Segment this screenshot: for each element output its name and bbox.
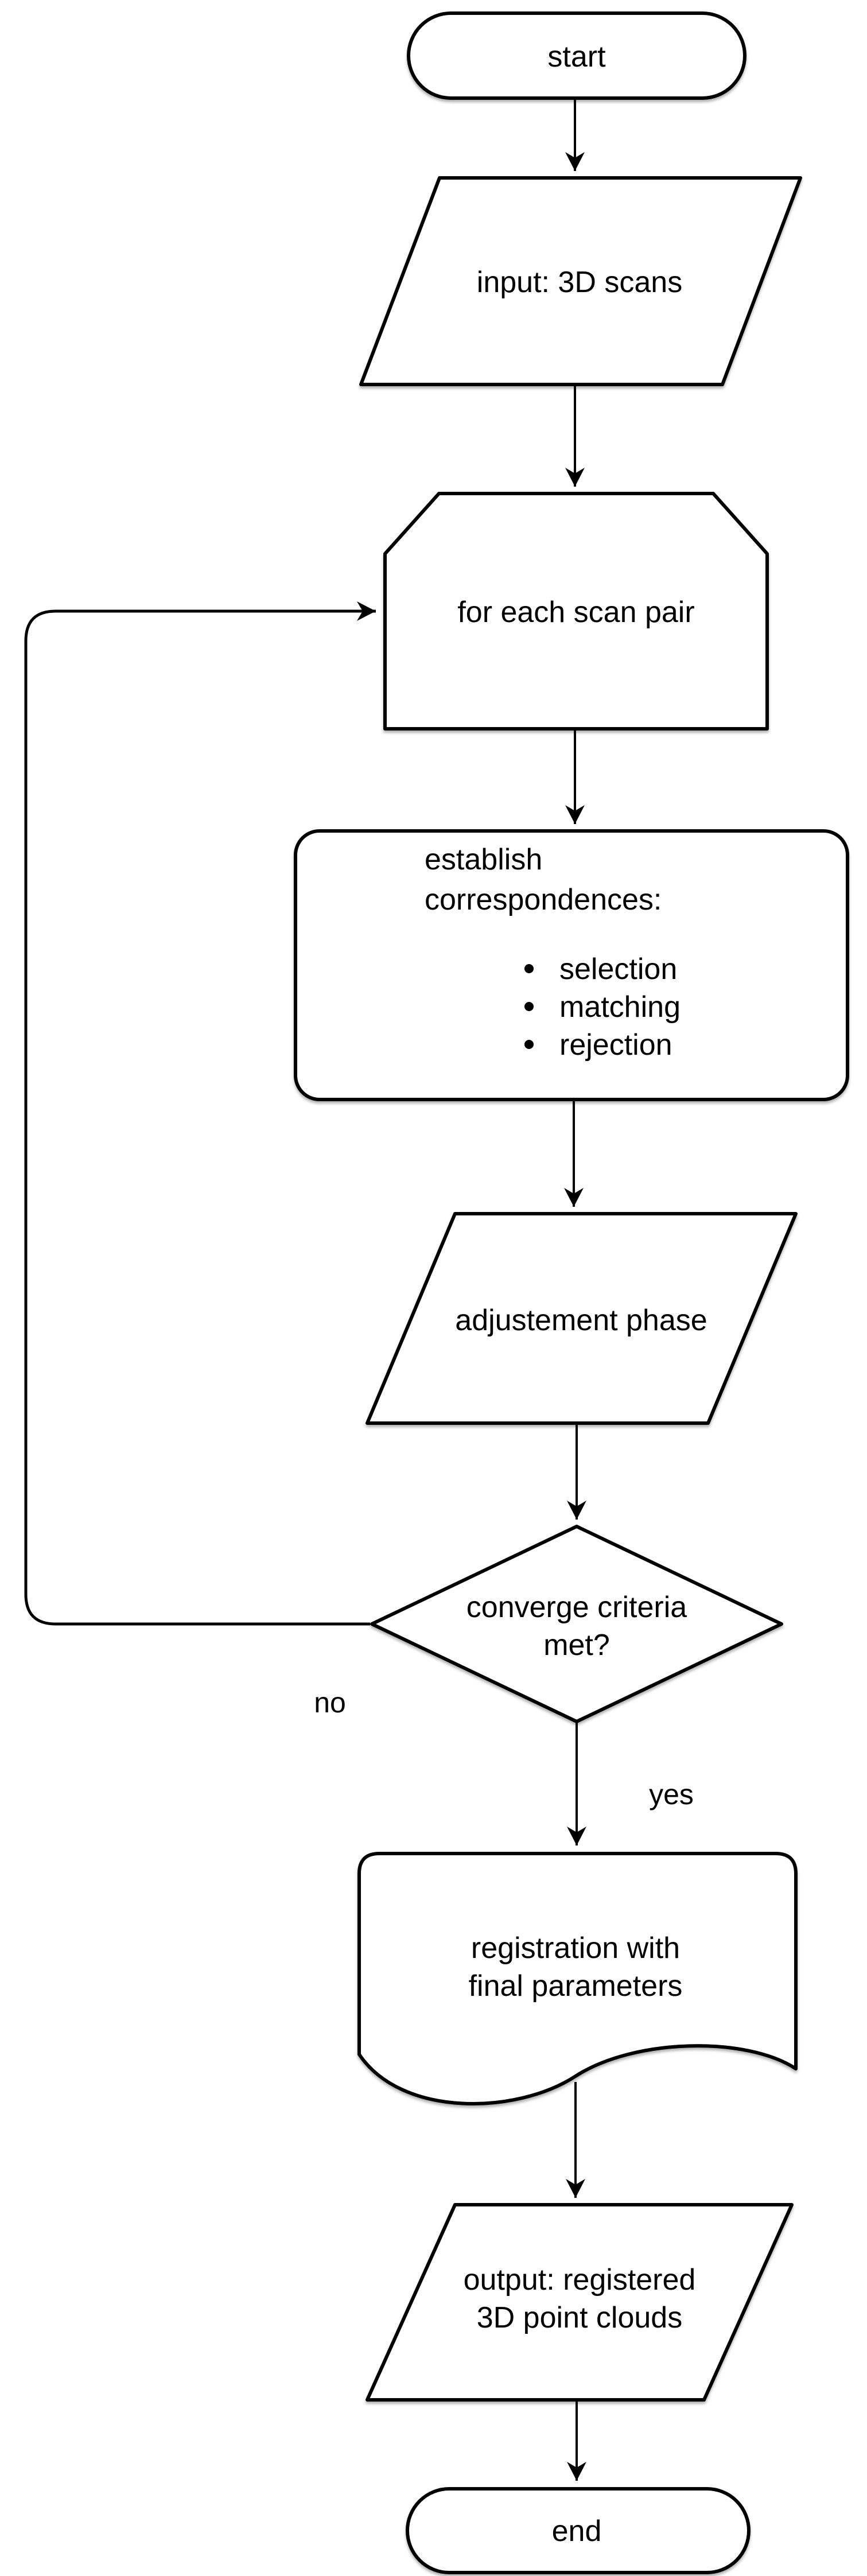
bullet-icon [524, 1040, 534, 1049]
register-line-1: registration with [471, 1932, 680, 1965]
loop-label: for each scan pair [457, 596, 694, 629]
loop-limit-shape [383, 492, 769, 731]
labels-group: start input: 3D scans for each scan pair… [314, 40, 707, 2548]
decision-diamond-shape [370, 1525, 783, 1723]
edge-decision-no-loopback [24, 601, 376, 1626]
start-label: start [547, 40, 606, 73]
establish-process-shape [294, 829, 849, 1101]
output-line-2: 3D point clouds [477, 2301, 682, 2334]
decision-line-2: met? [543, 1629, 610, 1662]
bullet-item-selection-label: selection [559, 953, 677, 986]
input-parallelogram-shape [359, 176, 802, 386]
output-line-1: output: registered [464, 2263, 696, 2297]
establish-line-2: correspondences: [425, 883, 662, 916]
bullet-item-rejection-label: rejection [559, 1028, 672, 1062]
no-edge-label: no [314, 1687, 346, 1719]
bullet-icon [524, 1002, 534, 1011]
output-parallelogram-shape [366, 2203, 794, 2402]
bullet-item-matching-label: matching [559, 990, 681, 1024]
bullet-icon [524, 964, 534, 973]
end-terminator-shape [406, 2487, 751, 2574]
decision-line-1: converge criteria [466, 1591, 687, 1624]
register-line-2: final parameters [469, 1969, 683, 2003]
adjustment-parallelogram-shape [366, 1212, 798, 1425]
start-terminator-shape [407, 11, 747, 100]
register-document-shape [357, 1852, 798, 2105]
yes-edge-label: yes [649, 1778, 694, 1810]
nodes-group [294, 11, 849, 2574]
edges-group [24, 99, 586, 2481]
end-label: end [552, 2515, 602, 2548]
establish-line-1: establish [425, 843, 542, 876]
input-label: input: 3D scans [477, 266, 682, 299]
adjustment-label: adjustement phase [455, 1304, 707, 1337]
